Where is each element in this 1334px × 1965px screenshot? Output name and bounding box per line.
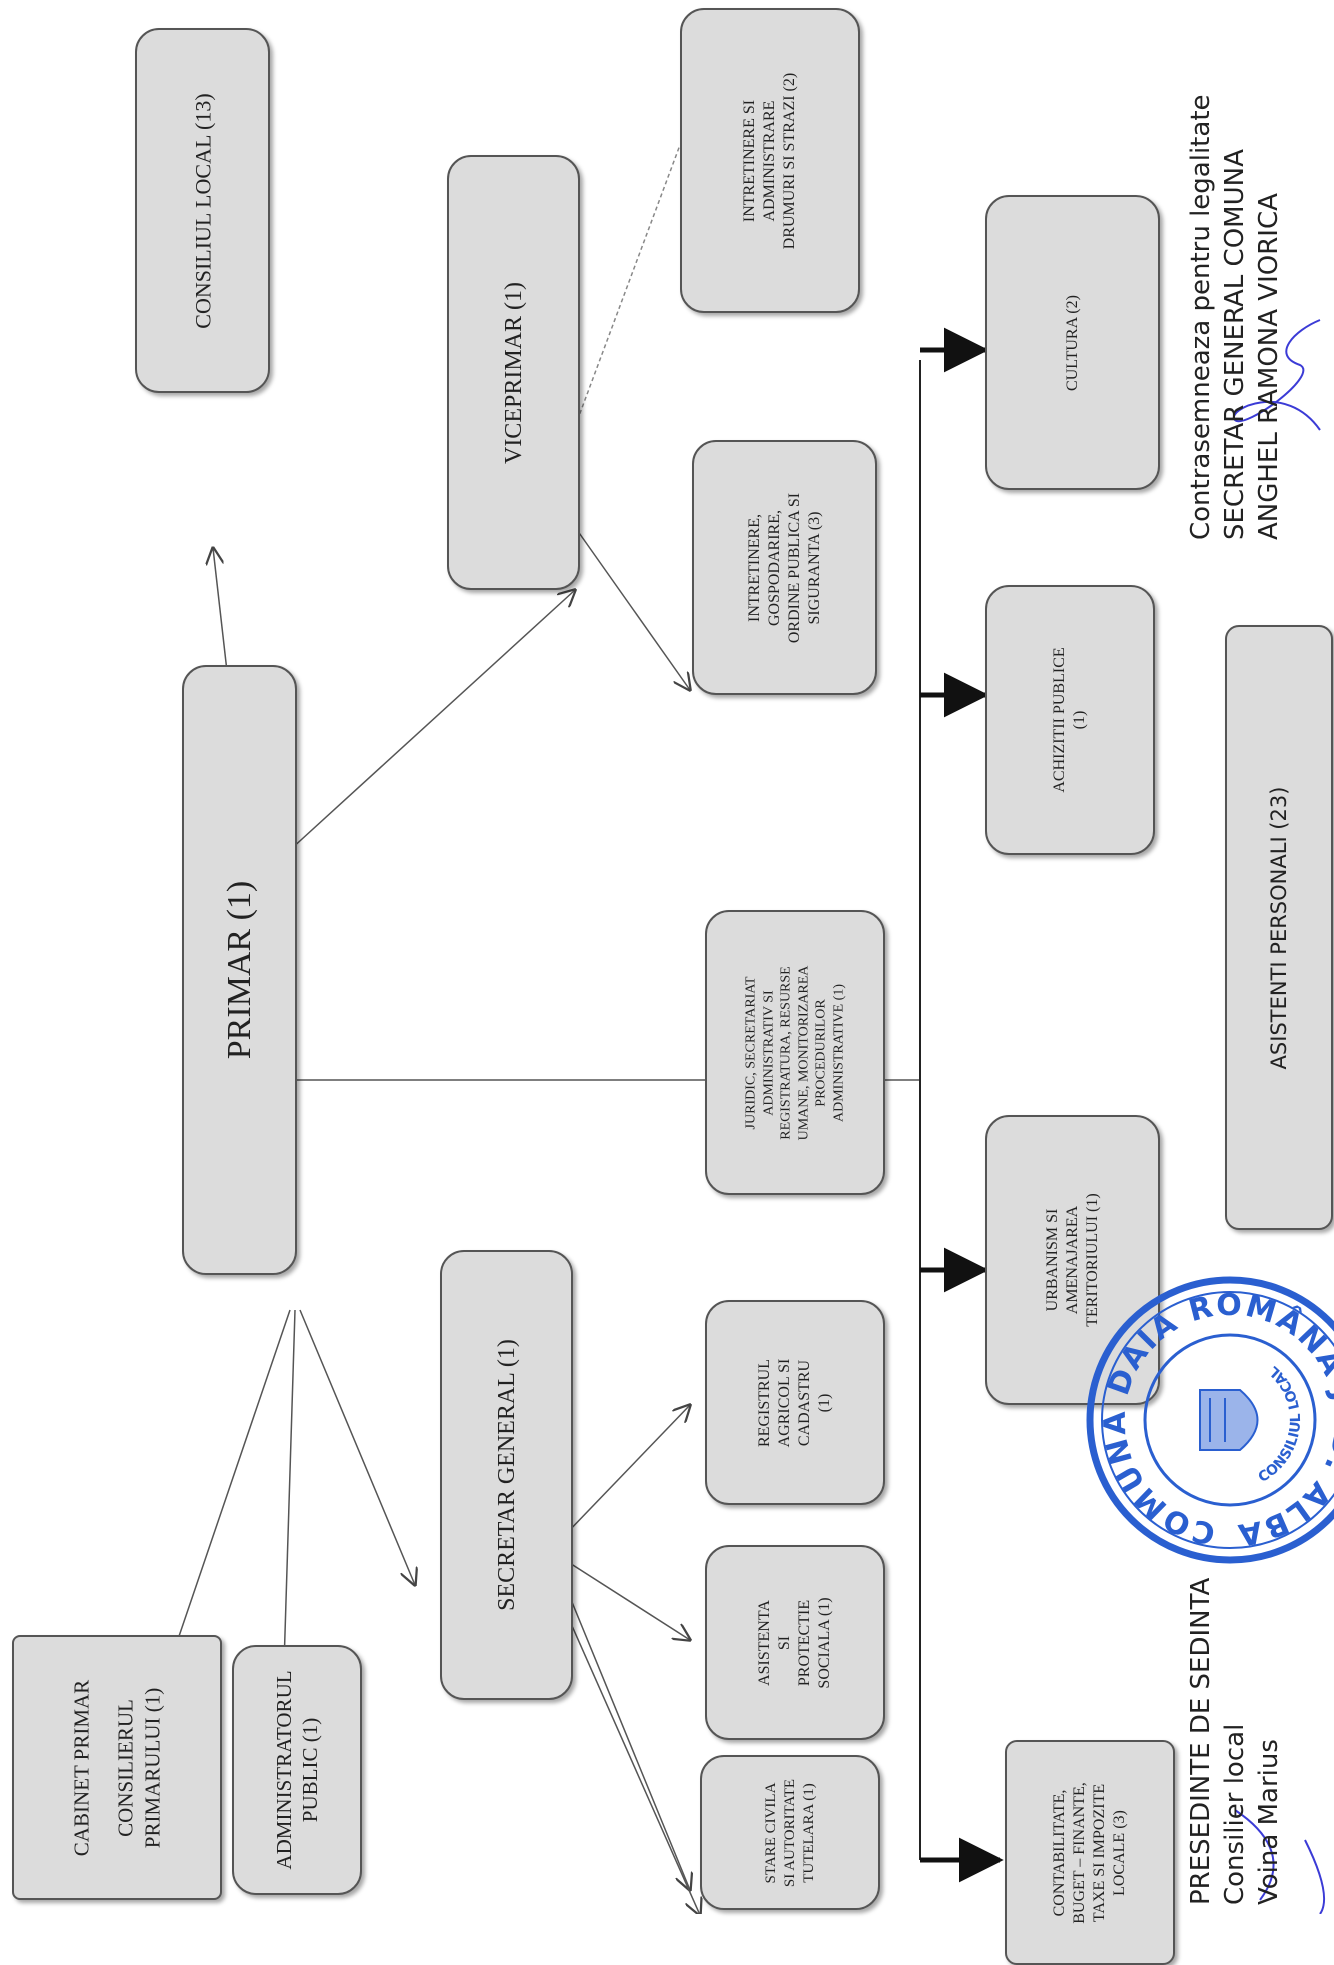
svg-text:CONSILIUL LOCAL: CONSILIUL LOCAL [1256, 1363, 1305, 1486]
node-label: PRIMAR (1) [220, 880, 258, 1060]
node-label-line: ADMINISTRATORUL [271, 1670, 296, 1870]
node-consiliul-local: CONSILIUL LOCAL (13) [135, 28, 270, 393]
edge-sec-juridic [564, 1405, 690, 1536]
node-label: VICEPRIMAR (1) [500, 281, 527, 464]
node-label-line: CONSILIERUL [113, 1698, 138, 1837]
node-label: SECRETAR GENERAL (1) [493, 1339, 520, 1611]
node-label-line: PUBLIC (1) [298, 1717, 322, 1823]
node-label-line: LOCALE (3) [1111, 1809, 1128, 1896]
signature-line: SECRETAR GENERAL COMUNA [1219, 149, 1250, 540]
node-urbanism: URBANISM SI AMENAJAREA TERITORIULUI (1) [985, 1115, 1160, 1405]
signature-block-presedinte: PRESEDINTE DE SEDINTA Consilier local Vo… [1185, 1578, 1286, 1905]
signature-line: PRESEDINTE DE SEDINTA [1186, 1577, 1216, 1905]
node-label-line: TUTELARA (1) [800, 1782, 817, 1883]
node-asistenta-sociala: ASISTENTA SI PROTECTIE SOCIALA (1) [705, 1545, 885, 1740]
node-cultura: CULTURA (2) [985, 195, 1160, 490]
edge-sec-asistenta [564, 1584, 690, 1890]
node-administrator-public: ADMINISTRATORUL PUBLIC (1) [232, 1645, 362, 1895]
node-secretar-general: SECRETAR GENERAL (1) [440, 1250, 573, 1700]
edge-primar-secretar [299, 1309, 415, 1585]
node-asistenti-personali: ASISTENTI PERSONALI (23) [1225, 625, 1333, 1230]
signature-right-scribble [1232, 319, 1321, 431]
node-label-line: ORDINE PUBLICA SI [785, 492, 803, 643]
node-label-line: DRUMURI SI STRAZI (2) [781, 72, 798, 249]
official-stamp: COMUNA DAIA ROMÂNĂ JUD. ALBA CONSILIUL L… [1086, 1276, 1334, 1564]
node-stare-civila: STARE CIVILA SI AUTORITATE TUTELARA (1) [700, 1755, 880, 1910]
node-primar: PRIMAR (1) [182, 665, 297, 1275]
node-label-line: SI [776, 1635, 793, 1650]
node-label-line: BUGET – FINANTE, [1071, 1781, 1088, 1924]
node-label-line: TAXE SI IMPOZITE [1091, 1783, 1108, 1922]
node-label-line: UMANE, MONITORIZAREA [796, 965, 811, 1140]
node-registrul-agricol: REGISTRUL AGRICOL SI CADASTRU (1) [705, 1300, 885, 1505]
node-label-line: REGISTRATURA, RESURSE [778, 965, 794, 1140]
node-label-line: ADMINISTRATIV SI [761, 989, 776, 1116]
signature-left-scribble [1234, 1809, 1326, 1914]
node-label-line: GOSPODARIRE, [765, 509, 783, 626]
node-label-line: INTRETINERE, [745, 513, 763, 622]
node-intretinere: INTRETINERE, GOSPODARIRE, ORDINE PUBLICA… [692, 440, 877, 695]
node-label-line: SI AUTORITATE [781, 1778, 798, 1887]
node-label-line: CABINET PRIMAR [69, 1679, 94, 1856]
node-drumuri: INTRETINERE SI ADMINISTRARE DRUMURI SI S… [680, 8, 860, 313]
node-label-line: AGRICOL SI [776, 1358, 793, 1447]
signature-line: ANGHEL RAMONA VIORICA [1253, 193, 1284, 540]
node-label-line: STARE CIVILA [762, 1782, 779, 1883]
node-label: CULTURA (2) [1063, 294, 1081, 391]
edge-vice-intretinere [569, 519, 690, 690]
org-chart-connectors [0, 144, 1326, 1914]
node-label: CONSILIUL LOCAL (13) [189, 92, 215, 329]
node-label-line: (1) [1071, 710, 1088, 730]
node-achizitii-publice: ACHIZITII PUBLICE (1) [985, 585, 1155, 855]
node-contabilitate: CONTABILITATE, BUGET – FINANTE, TAXE SI … [1005, 1740, 1175, 1965]
node-label-line: ASISTENTA [756, 1599, 773, 1686]
node-label-line: JURIDIC, SECRETARIAT [743, 976, 759, 1129]
node-juridic: JURIDIC, SECRETARIAT ADMINISTRATIV SI RE… [705, 910, 885, 1195]
node-label-line: SIGURANTA (3) [805, 511, 823, 624]
node-label-line: (1) [816, 1393, 833, 1412]
signature-block-secretar: Contrasemneaza pentru legalitate SECRETA… [1185, 94, 1286, 540]
signature-line: Voina Marius [1253, 1739, 1284, 1905]
node-viceprimar: VICEPRIMAR (1) [447, 155, 580, 590]
edge-sec-registrul [564, 1559, 690, 1640]
edge-sec-stare [564, 1609, 700, 1914]
node-label-line: ADMINISTRATIVE (1) [831, 983, 846, 1122]
node-label-line: URBANISM SI [1043, 1208, 1061, 1312]
node-label-line: ADMINISTRARE [761, 100, 778, 221]
edge-vice-drumuri [569, 144, 681, 441]
node-cabinet-primar: CABINET PRIMAR CONSILIERUL PRIMARULUI (1… [12, 1635, 222, 1900]
node-label-line: PROTECTIE [796, 1599, 813, 1686]
node-label-line: CADASTRU [796, 1359, 813, 1446]
node-label-line: ACHIZITII PUBLICE [1051, 647, 1068, 793]
edge-primar-viceprimar [289, 590, 575, 851]
node-label-line: INTRETINERE SI [741, 99, 758, 222]
node-label: ASISTENTI PERSONALI (23) [1266, 786, 1291, 1069]
node-label-line: REGISTRUL [756, 1358, 773, 1447]
signature-line: Consilier local [1219, 1723, 1250, 1905]
node-label-line: PROCEDURILOR [813, 998, 829, 1107]
node-label-line: SOCIALA (1) [816, 1596, 833, 1689]
node-label-line: CONTABILITATE, [1051, 1789, 1068, 1916]
signature-line: Contrasemneaza pentru legalitate [1186, 94, 1216, 540]
node-label-line: PRIMARULUI (1) [140, 1687, 165, 1848]
